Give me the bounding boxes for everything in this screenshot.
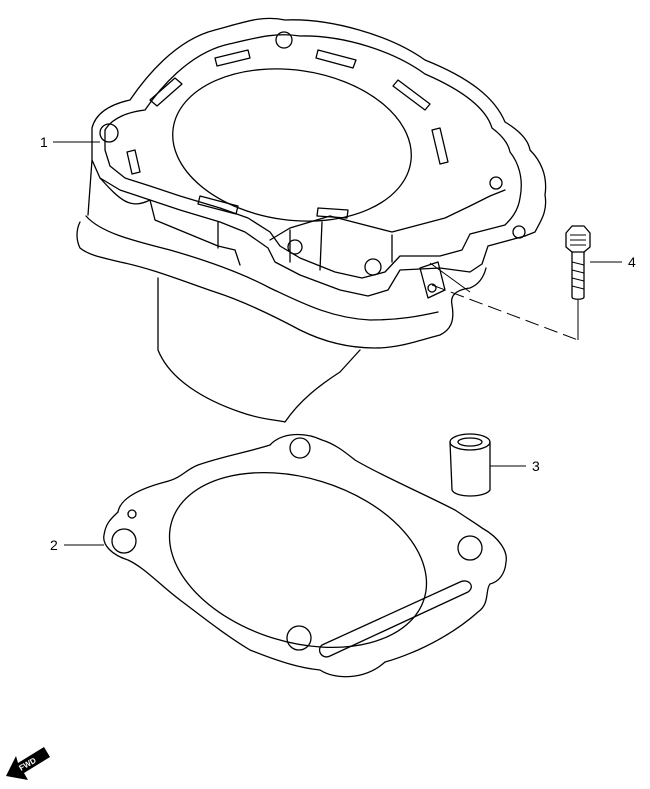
- bolt: [565, 225, 591, 300]
- bolt-location-leader: [429, 262, 579, 341]
- svg-text:2: 2: [50, 537, 58, 553]
- callout-3: 3: [490, 458, 540, 474]
- callout-1: 1: [40, 134, 100, 150]
- svg-text:4: 4: [628, 254, 636, 270]
- callout-2: 2: [50, 537, 104, 553]
- fwd-arrow-icon: FWD: [6, 747, 50, 780]
- svg-text:3: 3: [532, 458, 540, 474]
- callout-4: 4: [590, 254, 636, 270]
- dowel-pin: [449, 433, 491, 497]
- cylinder: [76, 17, 547, 423]
- cylinder-base-gasket: [103, 433, 507, 678]
- svg-text:1: 1: [40, 134, 48, 150]
